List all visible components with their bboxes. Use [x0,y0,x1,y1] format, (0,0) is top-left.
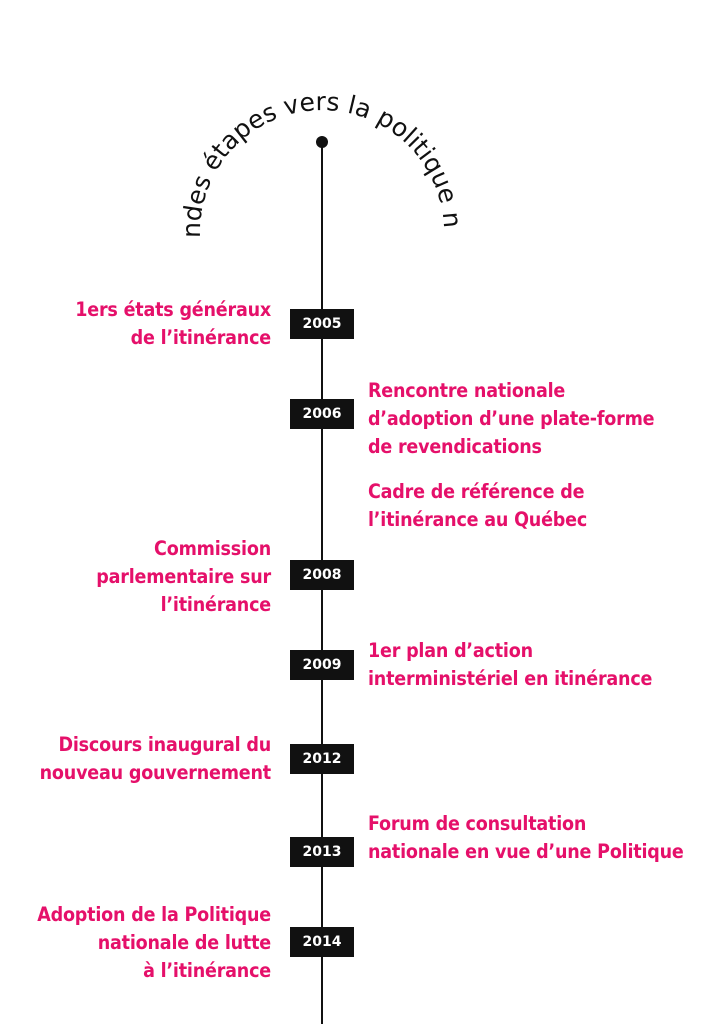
event-plan-action: 1er plan d’action interministériel en it… [368,639,653,690]
year-badge-2008: 2008 [290,560,354,590]
timeline-title: Les grandes étapes vers la politique nat… [0,0,467,238]
event-discours-inaugural: Discours inaugural du nouveau gouverneme… [39,733,272,784]
year-badge-2005: 2005 [290,309,354,339]
year-badge-2012: 2012 [290,744,354,774]
event-commission-parlementaire: Commission parlementaire sur l’itinéranc… [96,537,271,616]
event-forum-consultation: Forum de consultation nationale en vue d… [368,812,684,863]
timeline-start-dot [316,136,328,148]
event-adoption-politique: Adoption de la Politique nationale de lu… [37,903,271,982]
year-badge-2006: 2006 [290,399,354,429]
year-badge-2009: 2009 [290,650,354,680]
year-badge-2013: 2013 [290,837,354,867]
event-rencontre-nationale: Rencontre nationale d’adoption d’une pla… [368,379,655,458]
timeline-title-text: Les grandes étapes vers la politique nat… [0,0,467,238]
year-badge-2014: 2014 [290,927,354,957]
event-etats-generaux: 1ers états généraux de l’itinérance [75,298,271,349]
event-cadre-de-reference: Cadre de référence de l’itinérance au Qu… [368,480,588,531]
